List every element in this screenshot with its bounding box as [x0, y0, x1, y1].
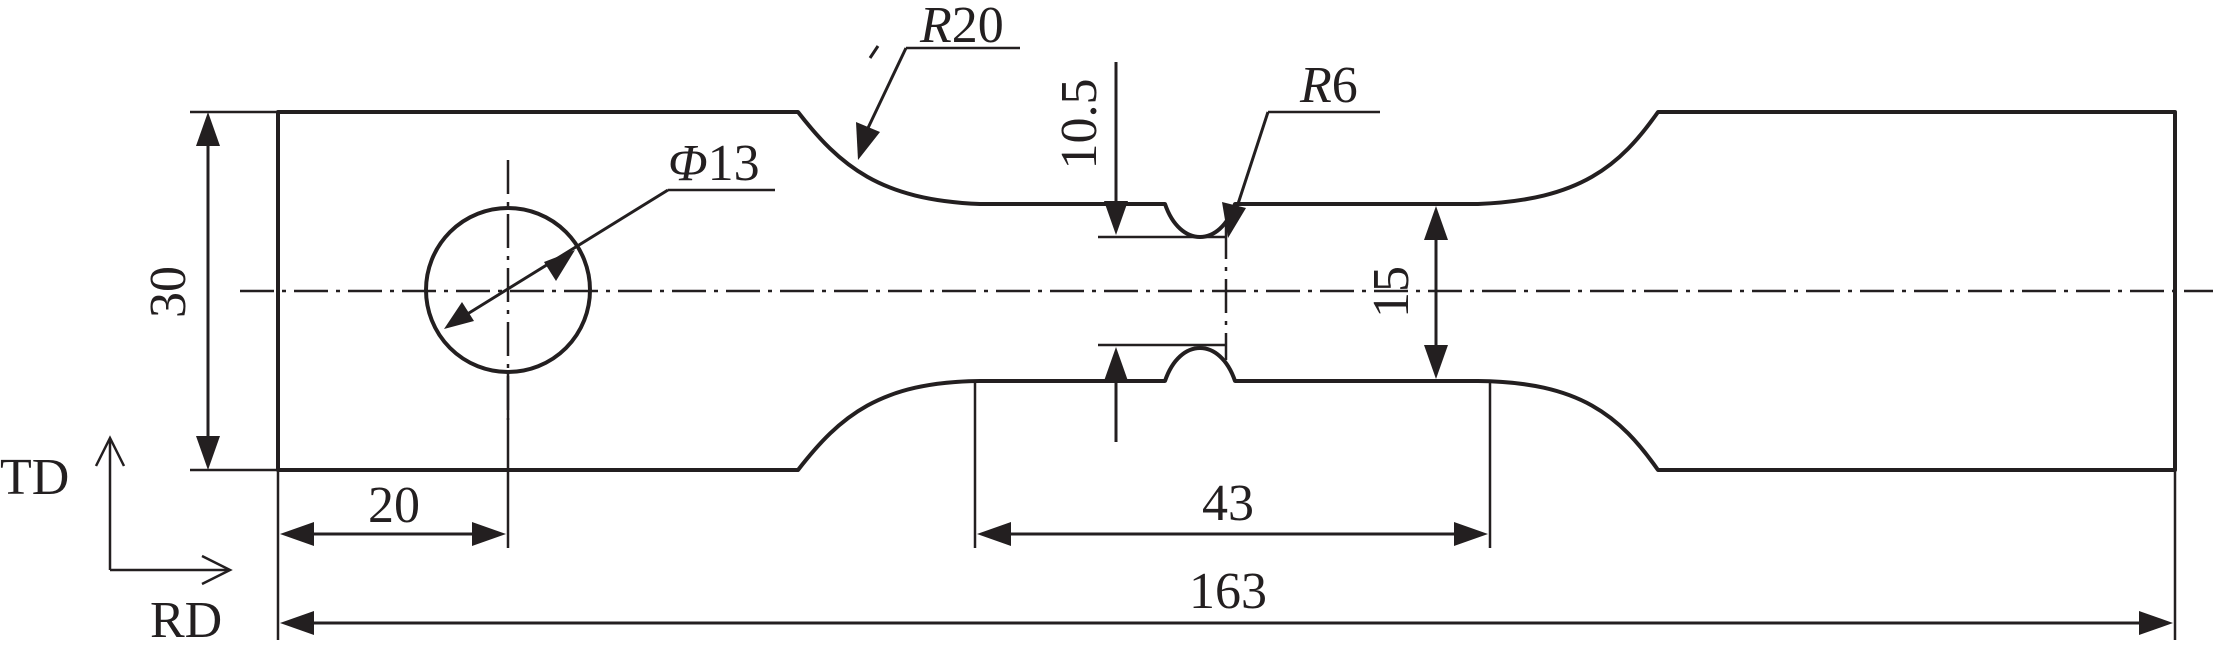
arrowhead-43-right	[1454, 522, 1488, 546]
callout-fillet-radius-value: 20	[952, 0, 1004, 54]
axis-label-rd: RD	[150, 592, 222, 646]
arrowhead-30-bottom	[196, 436, 220, 470]
rd-axis-arrowhead	[201, 554, 233, 586]
leader-fillet-r20-line	[866, 47, 908, 129]
dimension-label-43: 43	[1202, 475, 1254, 532]
callout-hole-diameter-value: 13	[708, 135, 760, 192]
arrowhead-20-right	[472, 522, 506, 546]
dimension-label-163: 163	[1189, 563, 1267, 620]
callout-fillet-radius: R20	[919, 0, 1004, 54]
callout-hole-diameter: Φ13	[668, 135, 760, 192]
callout-hole-diameter-symbol: Φ	[668, 135, 708, 192]
arrowhead-163-right	[2139, 611, 2173, 635]
leader-notch-r6-line	[1234, 111, 1270, 211]
arrowhead-163-left	[280, 611, 314, 635]
arrowhead-30-top	[196, 112, 220, 146]
arrowhead-15-bottom	[1424, 345, 1448, 379]
arrowhead-notch-r6	[1222, 202, 1246, 238]
callout-notch-radius-value: 6	[1332, 57, 1358, 114]
arrowhead-43-left	[977, 522, 1011, 546]
dimension-label-30: 30	[140, 266, 197, 318]
arrowhead-15-top	[1424, 206, 1448, 240]
td-axis-arrowhead	[94, 435, 126, 467]
axis-label-td: TD	[0, 449, 69, 506]
arrowhead-10-5-bottom	[1104, 347, 1128, 381]
arrowhead-10-5-top	[1104, 201, 1128, 235]
callout-fillet-radius-letter: R	[919, 0, 952, 54]
dimension-label-20: 20	[368, 477, 420, 534]
dimension-label-10-5: 10.5	[1051, 79, 1108, 170]
callout-notch-radius-letter: R	[1299, 57, 1332, 114]
arrowhead-hole-inner	[444, 302, 474, 329]
arrowhead-20-left	[280, 522, 314, 546]
callout-notch-radius: R6	[1299, 57, 1358, 114]
arrowhead-fillet-r20	[856, 122, 880, 160]
leader-fillet-r20	[868, 45, 880, 59]
dimension-label-15: 15	[1363, 266, 1420, 318]
arrowhead-hole-outer	[544, 250, 575, 281]
